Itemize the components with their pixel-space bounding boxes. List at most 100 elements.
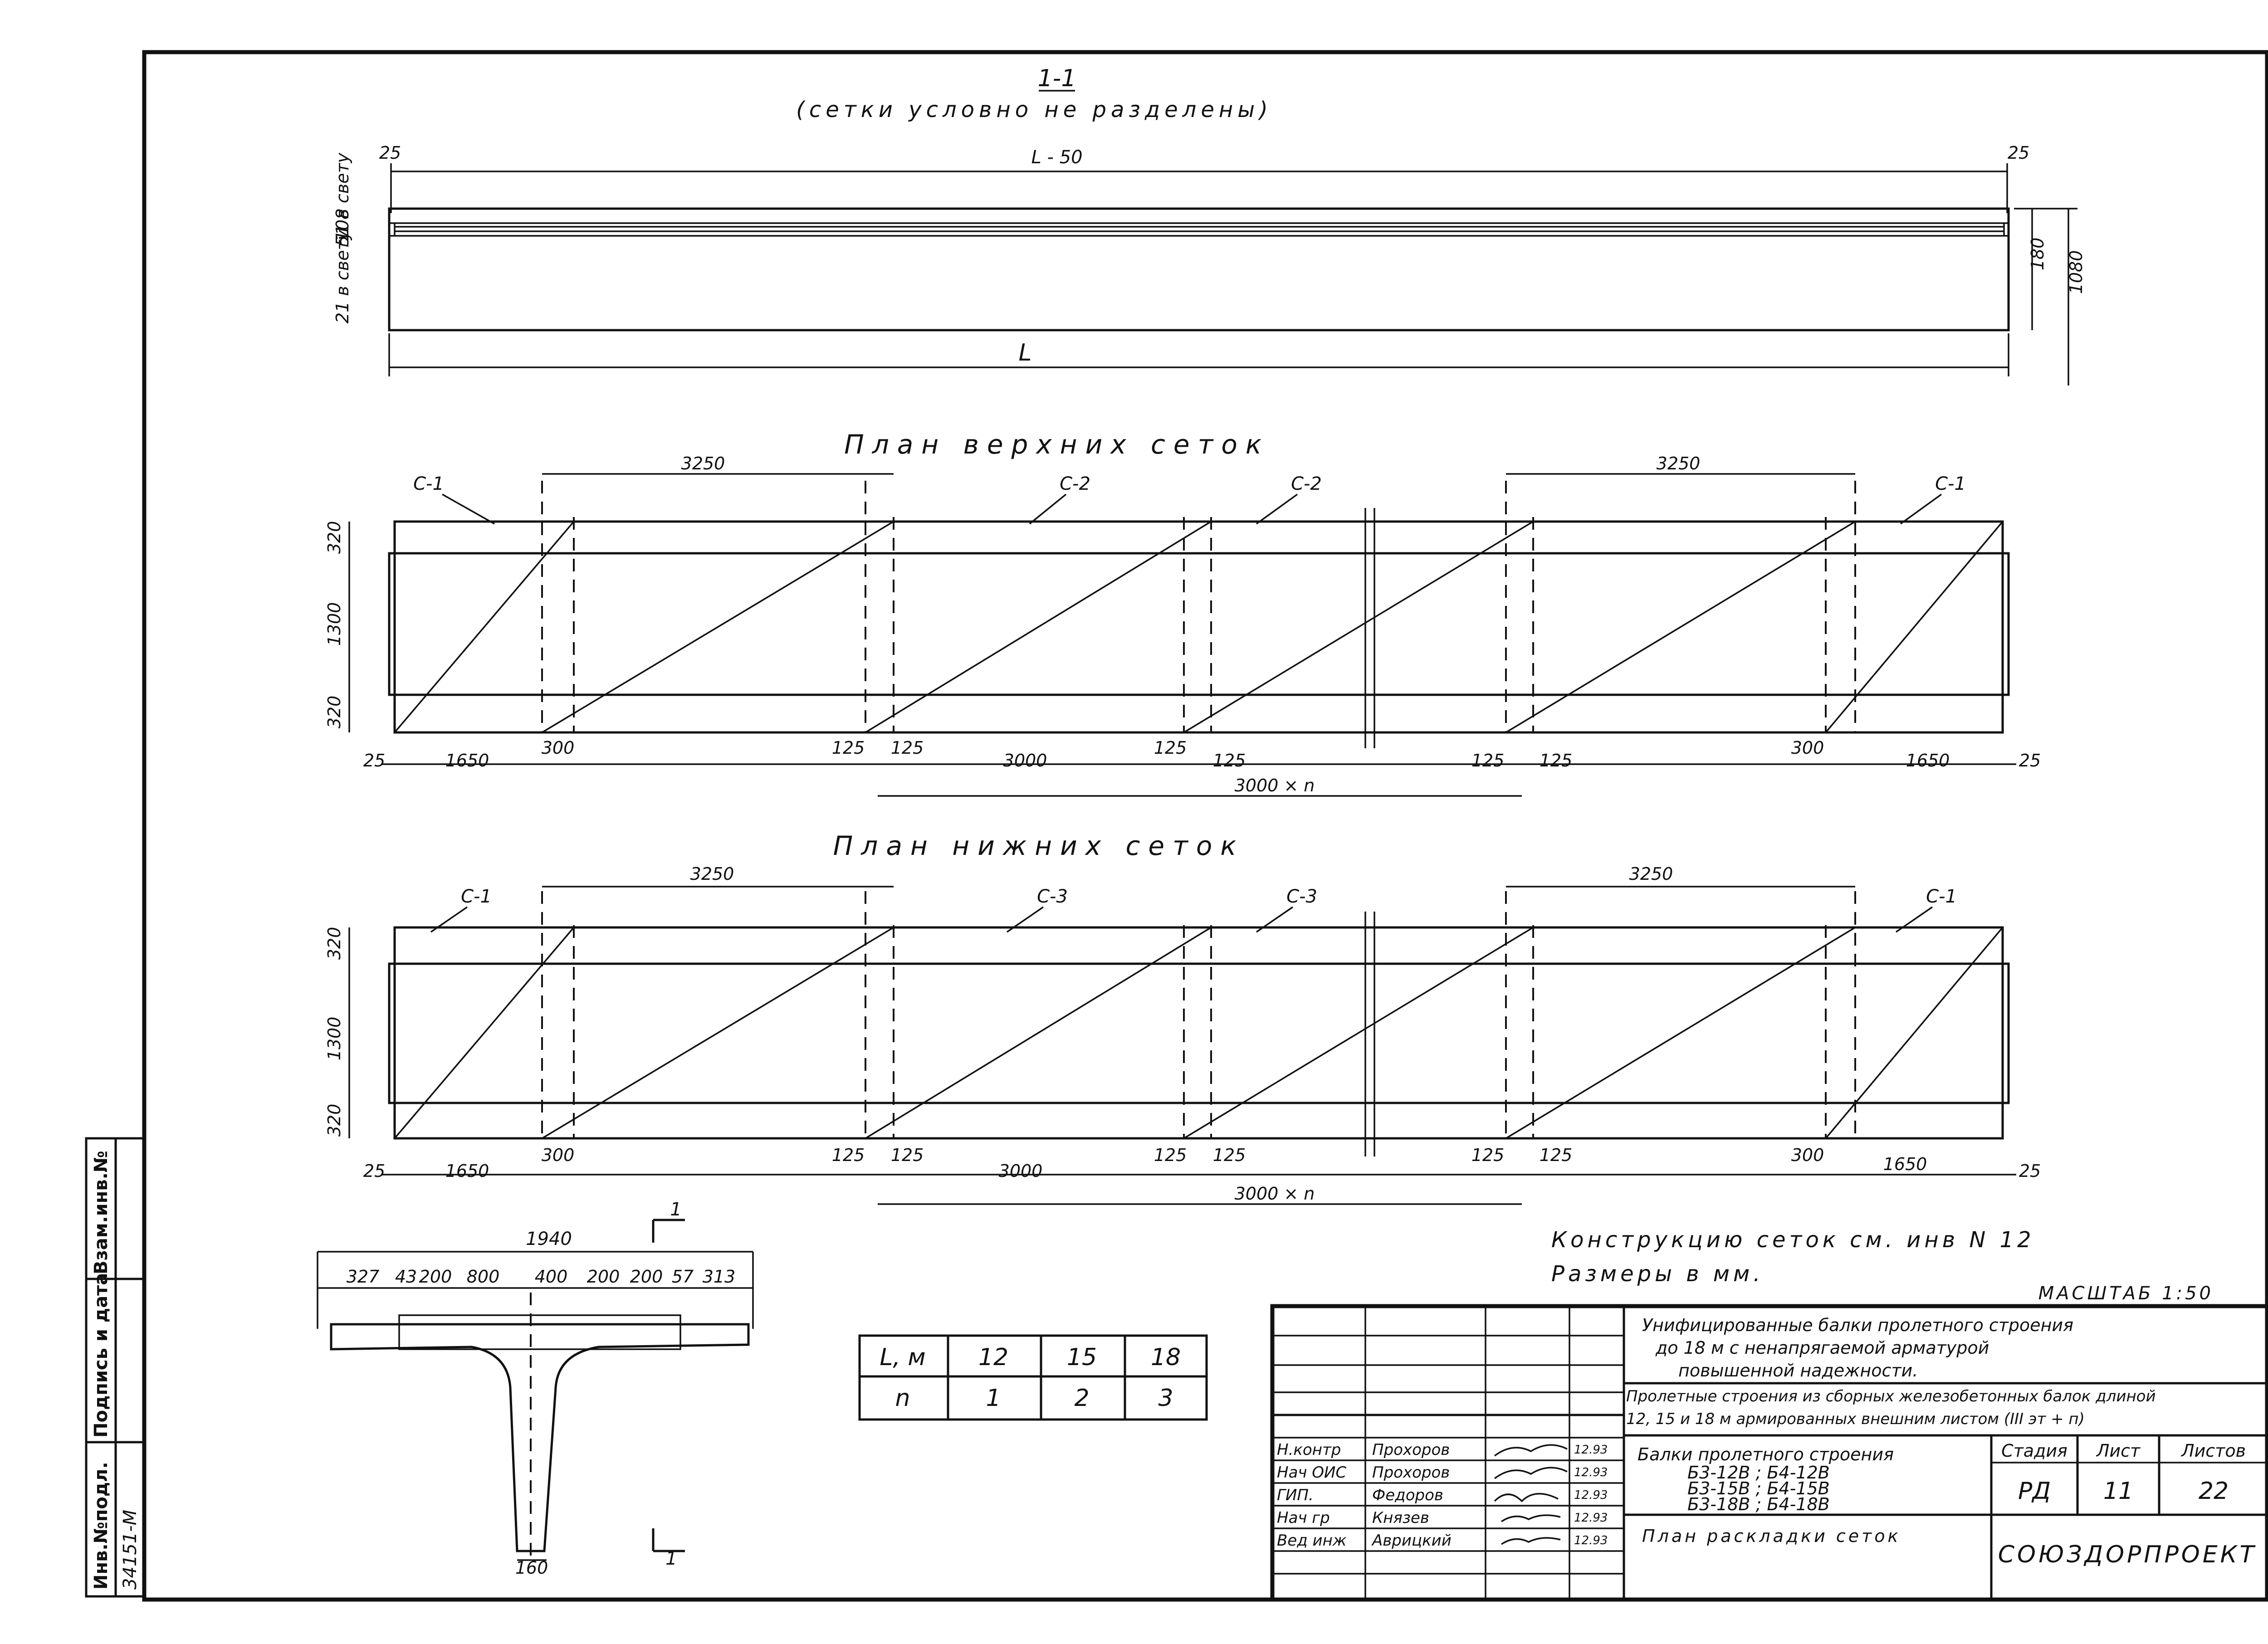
- dim-3000: 3000: [1003, 751, 1047, 771]
- cross-section: 1940 327 43 200 800 400 200 200 57 313 1…: [317, 1199, 754, 1578]
- cs-part: 200: [630, 1267, 663, 1287]
- section-1-1: 1-1 (сетки условно не разделены) L - 50 …: [332, 65, 2086, 385]
- tb-name: Прохоров: [1372, 1441, 1450, 1459]
- tb-sheet: 11: [2103, 1478, 2133, 1505]
- tb-sheets: 22: [2199, 1478, 2229, 1505]
- dim-125: 125: [1471, 751, 1505, 771]
- dim-3250-b: 3250: [1657, 454, 1701, 473]
- dim-25-right: 25: [2019, 751, 2041, 771]
- tb-date: 12.93: [1574, 1534, 1608, 1547]
- tb-organization: СОЮЗДОРПРОЕКТ: [1998, 1541, 2257, 1568]
- dim-3000n: 3000 × n: [1235, 1184, 1315, 1204]
- dim-25-left: 25: [363, 751, 385, 771]
- table-head: L, м: [880, 1344, 925, 1371]
- stamp-replaced-inv: Взам.инв.№: [91, 1151, 112, 1274]
- dim-3250-a: 3250: [681, 454, 725, 473]
- cs-bottom: 160: [515, 1558, 548, 1578]
- cut-mark-bottom: 1: [665, 1548, 677, 1569]
- dim-1650-left: 1650: [445, 1161, 489, 1181]
- tb-date: 12.93: [1574, 1511, 1608, 1525]
- tb-role: Нач гр: [1277, 1509, 1330, 1527]
- dim-125: 125: [1154, 738, 1187, 758]
- sheet-frame: [142, 50, 2268, 1602]
- dim-125: 125: [1540, 751, 1573, 771]
- dim-125: 125: [1154, 1145, 1187, 1165]
- dim-125: 125: [891, 738, 924, 758]
- tb-beams-3: Б3-18В ; Б4-18В: [1687, 1494, 1830, 1514]
- tb-sheet-title: План раскладки сеток: [1642, 1526, 1901, 1546]
- note-mesh-design: Конструкцию сеток см. инв N 12: [1551, 1227, 2035, 1253]
- mesh-label: С-1: [1926, 886, 1957, 907]
- tb-sheets-header: Листов: [2180, 1441, 2246, 1461]
- tb-date: 12.93: [1574, 1466, 1608, 1479]
- mesh-label: С-1: [461, 886, 492, 907]
- dim-125: 125: [832, 738, 865, 758]
- length-table: L, м 12 15 18 n 1 2 3: [858, 1334, 1208, 1421]
- dim-right-inner: 180: [2028, 238, 2048, 271]
- tb-stage-header: Стадия: [2001, 1441, 2068, 1461]
- cs-part: 43: [395, 1267, 417, 1287]
- tb-title-3: повышенной надежности.: [1678, 1361, 1918, 1381]
- mesh-label: С-3: [1286, 886, 1317, 907]
- dim-edge-right: 25: [2008, 143, 2029, 163]
- table-cell: n: [895, 1385, 910, 1412]
- dim-125: 125: [1213, 751, 1246, 771]
- bottom-plan-title: План нижних сеток: [833, 830, 1245, 861]
- dim-3250-b: 3250: [1629, 864, 1673, 884]
- tb-name: Князев: [1372, 1509, 1429, 1527]
- title-block: Унифицированные балки пролетного строени…: [1270, 1304, 2268, 1602]
- top-plan: План верхних сеток 3250 3250 С-1 С-2 С-2…: [324, 429, 2041, 797]
- dim-right-outer: 1080: [2066, 250, 2086, 294]
- tb-role: Вед инж: [1277, 1532, 1347, 1550]
- dim-300-left: 300: [542, 738, 575, 758]
- dim-1650-left: 1650: [445, 751, 489, 771]
- tb-name: Федоров: [1372, 1486, 1443, 1504]
- dim-3000n: 3000 × n: [1235, 776, 1315, 795]
- dim-l: L: [1019, 339, 1032, 366]
- mesh-label: С-3: [1037, 886, 1068, 907]
- dim-3000: 3000: [999, 1161, 1043, 1181]
- signatures: [1494, 1444, 1568, 1545]
- cs-part: 57: [672, 1267, 694, 1287]
- tb-beams-title: Балки пролетного строения: [1637, 1444, 1894, 1464]
- tb-title-2: до 18 м с ненапрягаемой арматурой: [1655, 1338, 1989, 1358]
- tb-date: 12.93: [1574, 1488, 1608, 1502]
- section-title: 1-1: [1038, 65, 1076, 92]
- table-cell: 1: [986, 1385, 1001, 1412]
- dim-300-right: 300: [1791, 1145, 1824, 1165]
- dim-left-bot: 21 в свету: [332, 229, 352, 323]
- dim-125: 125: [1213, 1145, 1246, 1165]
- table-cell: 3: [1158, 1385, 1173, 1412]
- section-subtitle: (сетки условно не разделены): [796, 97, 1272, 122]
- tb-title-5: 12, 15 и 18 м армированных внешним листо…: [1626, 1410, 2085, 1428]
- dim-320-bot: 320: [324, 696, 344, 729]
- table-head: 18: [1151, 1344, 1181, 1371]
- dim-300-right: 300: [1791, 738, 1824, 758]
- tb-sheet-header: Лист: [2096, 1441, 2141, 1461]
- dim-25-right: 25: [2019, 1161, 2041, 1181]
- dim-125: 125: [1540, 1145, 1573, 1165]
- side-stamp: Инв.№подл. Подпись и дата Взам.инв.№ 341…: [85, 1137, 147, 1598]
- cs-total: 1940: [526, 1229, 572, 1249]
- dim-3250-a: 3250: [690, 864, 734, 884]
- tb-title-1: Унифицированные балки пролетного строени…: [1642, 1315, 2073, 1335]
- dim-125: 125: [832, 1145, 865, 1165]
- table-head: 12: [978, 1344, 1008, 1371]
- dim-left-mid: 108: [332, 209, 352, 242]
- stamp-inv-number: 34151-М: [120, 1510, 141, 1590]
- table-cell: 2: [1074, 1385, 1089, 1412]
- note-units: Размеры в мм.: [1551, 1261, 1764, 1287]
- cs-part: 313: [703, 1267, 736, 1287]
- dim-1650-right: 1650: [1883, 1154, 1927, 1174]
- tb-beams-1: Б3-12В ; Б4-12В: [1687, 1463, 1830, 1483]
- top-plan-title: План верхних сеток: [844, 429, 1270, 460]
- cs-part: 400: [535, 1267, 568, 1287]
- stamp-signature-date: Подпись и дата: [91, 1273, 112, 1438]
- dim-1300: 1300: [324, 1017, 344, 1061]
- mesh-label: С-1: [413, 473, 444, 494]
- dim-320-bot: 320: [324, 1104, 344, 1137]
- scale-note: МАСШТАБ 1:50: [2038, 1283, 2214, 1304]
- dim-left-top: 51 в свету: [332, 152, 352, 246]
- dim-l-minus-50: L - 50: [1031, 147, 1082, 168]
